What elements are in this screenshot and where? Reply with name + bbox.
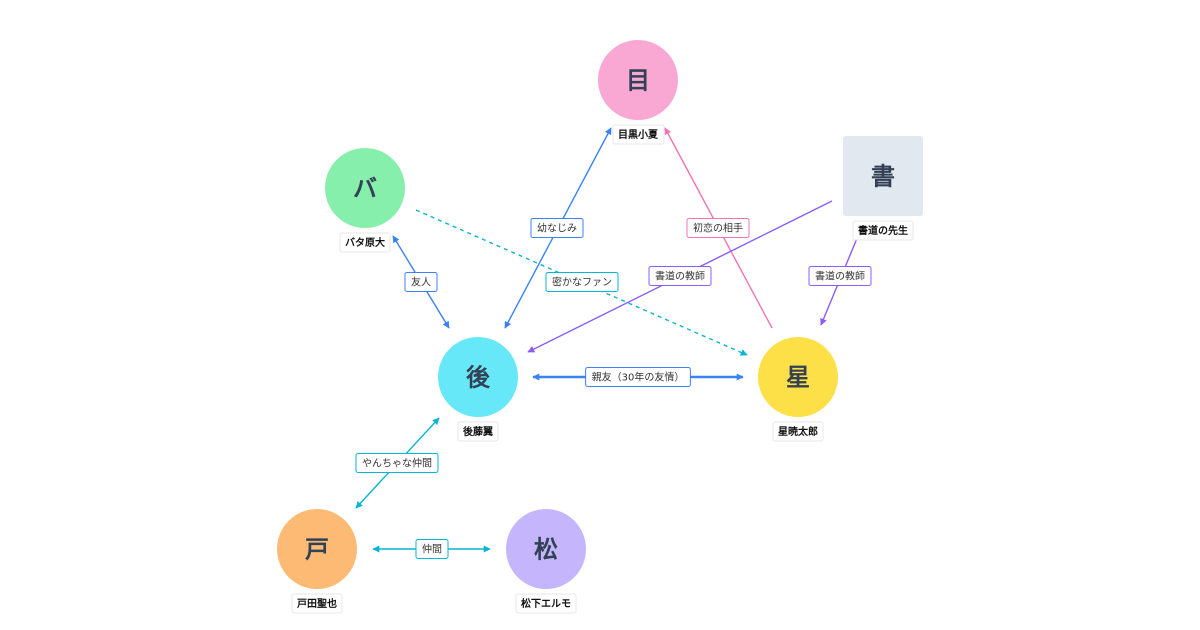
edge-label-text: やんちゃな仲間 — [362, 457, 432, 470]
node-name-box — [772, 421, 824, 442]
node-name-label: 書道の先生 — [858, 224, 908, 237]
edge-label-box — [648, 266, 712, 286]
edge-label-box — [585, 367, 691, 387]
node-name-box — [457, 421, 499, 442]
edge-label-text: 書道の教師 — [655, 270, 705, 283]
node-name-box — [515, 593, 577, 614]
edge-label-box — [530, 218, 584, 238]
edge-label-box — [355, 453, 439, 473]
node-shape — [758, 337, 838, 417]
edge-label-text: 密かなファン — [552, 276, 612, 289]
node-glyph: 松 — [534, 536, 558, 564]
node-shape — [438, 337, 518, 417]
edge-label-box — [686, 218, 750, 238]
edge-label-e2: 初恋の相手 — [686, 218, 750, 238]
edge-label-e5: 書道の教師 — [648, 266, 712, 286]
node-glyph: 戸 — [305, 536, 329, 564]
node-glyph: バ — [353, 175, 377, 203]
node-name-label: 星暁太郎 — [778, 425, 818, 438]
edge-label-e8: やんちゃな仲間 — [355, 453, 439, 473]
edge-label-text: 初恋の相手 — [693, 222, 743, 235]
node-name-label: 松下エルモ — [521, 597, 571, 610]
node-shape — [325, 148, 405, 228]
node-shape — [598, 40, 678, 120]
node-shape — [277, 509, 357, 589]
node-name-box — [612, 124, 665, 145]
node-glyph: 目 — [626, 67, 650, 95]
edge-label-box — [404, 272, 438, 292]
node-name-label: バタ原大 — [345, 236, 385, 249]
edge-label-e7: 親友（30年の友情） — [585, 367, 691, 387]
edge-label-e6: 書道の教師 — [808, 266, 872, 286]
node-name-box — [339, 232, 391, 253]
edge-label-box — [545, 272, 619, 292]
node-name-label: 戸田聖也 — [297, 597, 337, 610]
node-name-box — [852, 220, 914, 241]
edge-label-box — [808, 266, 872, 286]
edge-label-text: 幼なじみ — [537, 222, 577, 235]
edge-label-text: 仲間 — [422, 543, 442, 556]
node-shape — [843, 136, 923, 216]
edge-label-text: 友人 — [411, 276, 431, 289]
edge-label-text: 書道の教師 — [815, 270, 865, 283]
edge-label-box — [415, 539, 449, 559]
node-name-label: 目黒小夏 — [618, 128, 659, 141]
edge-label-e4: 密かなファン — [545, 272, 619, 292]
edge-label-e3: 友人 — [404, 272, 438, 292]
node-name-box — [291, 593, 343, 614]
node-glyph: 書 — [871, 163, 895, 191]
node-glyph: 星 — [786, 364, 810, 392]
edge-label-text: 親友（30年の友情） — [592, 371, 685, 384]
node-shape — [506, 509, 586, 589]
node-glyph: 後 — [466, 364, 491, 392]
edges-layer — [355, 127, 859, 553]
edge-label-e9: 仲間 — [415, 539, 449, 559]
edge-label-e1: 幼なじみ — [530, 218, 584, 238]
node-name-label: 後藤翼 — [463, 425, 493, 438]
